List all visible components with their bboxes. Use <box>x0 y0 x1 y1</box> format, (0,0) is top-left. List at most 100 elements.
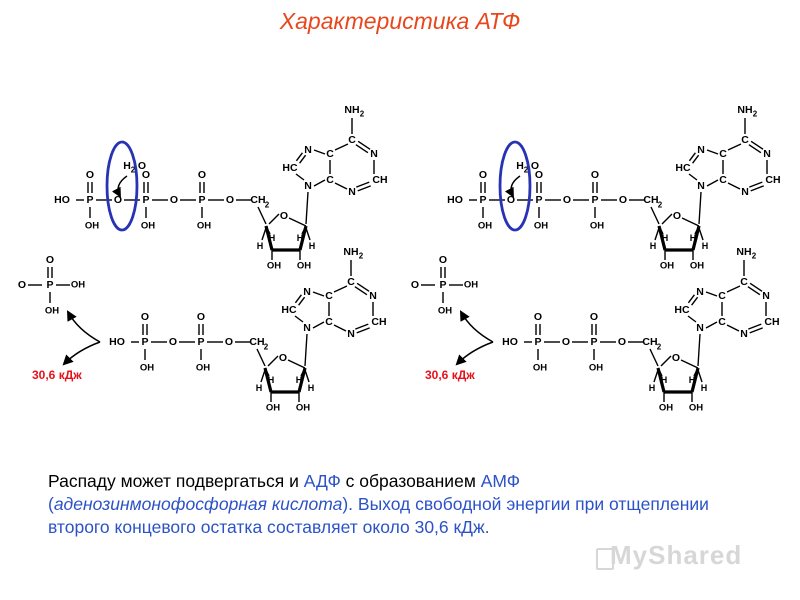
oh-label: OH <box>85 221 99 232</box>
phosphorus-label: P <box>142 194 149 206</box>
bond-line <box>333 324 347 332</box>
n9-label: N <box>696 322 704 334</box>
bridge-oxygen-label: O <box>563 194 571 206</box>
h-label: H <box>308 383 315 393</box>
nh2-label: NH <box>737 104 752 116</box>
bond-line <box>334 182 348 190</box>
phosphorus-label: P <box>86 194 93 206</box>
terminal-group-label: HO <box>109 336 125 348</box>
bond-line <box>706 149 719 155</box>
bond-line <box>749 327 763 334</box>
bond-line <box>355 323 369 330</box>
n3-label: N <box>348 186 356 198</box>
caption-part: ( <box>48 494 54 514</box>
watermark-logo: MyShared <box>610 540 743 570</box>
n3-label: N <box>741 186 749 198</box>
bond-line <box>294 315 304 323</box>
oxygen-label: O <box>46 254 54 266</box>
oxygen-label: O <box>198 169 206 181</box>
bond-line <box>727 143 742 151</box>
c5-label: C <box>325 290 333 302</box>
ch2-label: CH <box>249 336 264 348</box>
subscript-label: 2 <box>131 166 136 175</box>
n3-label: N <box>347 328 355 340</box>
ribose-front-bond <box>691 225 701 251</box>
h-label: H <box>649 383 656 393</box>
h-label: H <box>256 383 263 393</box>
bond-line <box>750 185 764 192</box>
bond-line <box>287 359 306 369</box>
oh-label: OH <box>533 363 547 374</box>
phosphate-release-arrow <box>66 310 101 343</box>
bond-line <box>748 323 762 330</box>
ribose-front-bond <box>298 225 308 251</box>
caption-amf: АМФ <box>480 471 521 491</box>
water-o-label: O <box>138 160 146 172</box>
hc-label: HC <box>675 162 691 174</box>
bond-line <box>265 225 271 235</box>
ch2-label: CH <box>642 336 657 348</box>
bond-line <box>661 213 673 225</box>
bond-line <box>747 286 761 296</box>
bond-line <box>313 149 326 155</box>
bond-line <box>658 225 664 235</box>
ring-oxygen-label: O <box>280 210 288 222</box>
caption-part: с образованием <box>340 471 481 491</box>
ribose-front-bond <box>297 367 307 393</box>
oh-label: OH <box>45 306 59 317</box>
c5-label: C <box>718 290 726 302</box>
terminal-group-label: HO <box>502 336 518 348</box>
energy-release-arrow <box>62 341 101 366</box>
energy-label: 30,6 кДж <box>425 368 475 382</box>
bond-line <box>692 154 700 164</box>
bond-line <box>748 144 762 154</box>
ring-oxygen-label: O <box>672 352 680 364</box>
oh-label: OH <box>197 221 211 232</box>
h-label: H <box>701 383 708 393</box>
hc-label: HC <box>282 162 298 174</box>
nh2-label: NH <box>344 104 359 116</box>
phosphate-release-arrow <box>459 310 494 343</box>
bond-line <box>687 315 697 323</box>
bridge-oxygen-label: O <box>619 194 627 206</box>
slide-title: Характеристика АТФ <box>279 8 521 34</box>
oh-label: OH <box>534 221 548 232</box>
oxygen-label: O <box>86 169 94 181</box>
bridge-oxygen-label: O <box>618 336 626 348</box>
phosphorus-label: P <box>479 194 486 206</box>
caption-part: ). Выход свободной энергии при отщеплени… <box>48 494 709 537</box>
energy-label: 30,6 кДж <box>32 368 82 382</box>
c5-label: C <box>326 148 334 160</box>
hc-label: HC <box>674 304 690 316</box>
bond-line <box>298 296 306 306</box>
oh-label: OH <box>689 403 703 414</box>
oh-label: OH <box>690 261 704 272</box>
h-label: H <box>297 233 304 243</box>
water-attack-arrow <box>504 175 521 198</box>
n1-label: N <box>369 290 377 302</box>
bond-line <box>698 227 704 241</box>
n7-label: N <box>697 144 705 156</box>
bond-line <box>693 367 699 377</box>
phosphorus-label: P <box>141 336 148 348</box>
oh-label: OH <box>71 280 85 291</box>
bond-line <box>261 227 267 241</box>
bond-line <box>260 369 266 383</box>
c4-label: C <box>719 174 727 186</box>
n7-label: N <box>303 286 311 298</box>
phosphorus-label: P <box>534 336 541 348</box>
h-label: H <box>650 241 657 251</box>
ribose-front-bond <box>657 225 667 251</box>
h-label: H <box>661 375 668 385</box>
ch-label: CH <box>371 316 386 328</box>
watermark-icon <box>596 548 614 570</box>
bond-line <box>694 225 700 235</box>
bond-line <box>688 173 698 181</box>
bond-line <box>354 286 368 296</box>
h-label: H <box>690 233 697 243</box>
oh-label: OH <box>141 221 155 232</box>
bond-line <box>681 217 700 227</box>
phosphorus-label: P <box>198 194 205 206</box>
caption-part: Распаду может подвергаться и <box>48 471 304 491</box>
